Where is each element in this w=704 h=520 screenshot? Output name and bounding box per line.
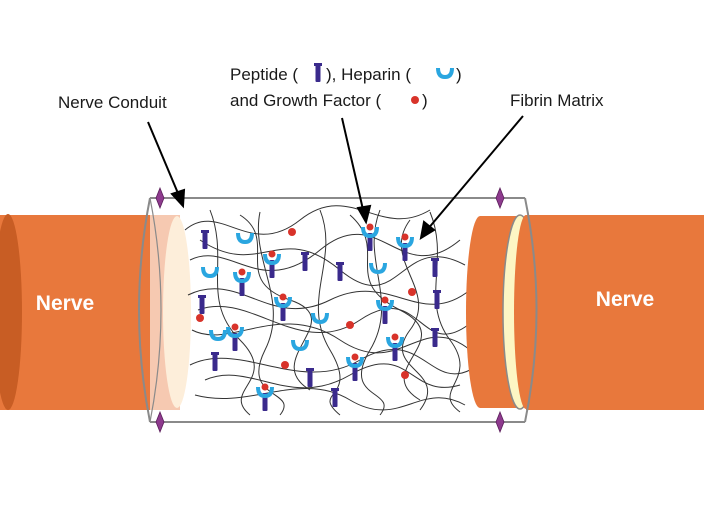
legend-growth-factor-text: and Growth Factor (: [230, 91, 382, 110]
growth-factor-legend-icon: [411, 96, 419, 104]
left-nerve-label: Nerve: [36, 292, 94, 315]
nerve-conduit-label: Nerve Conduit: [58, 93, 167, 112]
sutures: [155, 186, 505, 434]
legend-close-paren: ): [456, 65, 462, 84]
pointer-arrows: [147, 115, 524, 241]
fibrin-matrix-label: Fibrin Matrix: [510, 91, 604, 110]
peptide-legend-icon: [314, 63, 322, 82]
legend-line-1: Peptide ( ), Heparin ( ): [230, 63, 462, 84]
legend-line-2: and Growth Factor ( ): [230, 91, 428, 110]
legend-peptide-text: Peptide (: [230, 65, 298, 84]
right-nerve: [466, 214, 704, 410]
legend-close-paren-2: ): [422, 91, 428, 110]
legend-heparin-text: ), Heparin (: [326, 65, 411, 84]
conduit-right-rim: [524, 197, 538, 423]
right-nerve-label: Nerve: [596, 288, 654, 311]
nerve-conduit-tube: [138, 197, 525, 423]
heparin-legend-icon: [436, 68, 454, 79]
